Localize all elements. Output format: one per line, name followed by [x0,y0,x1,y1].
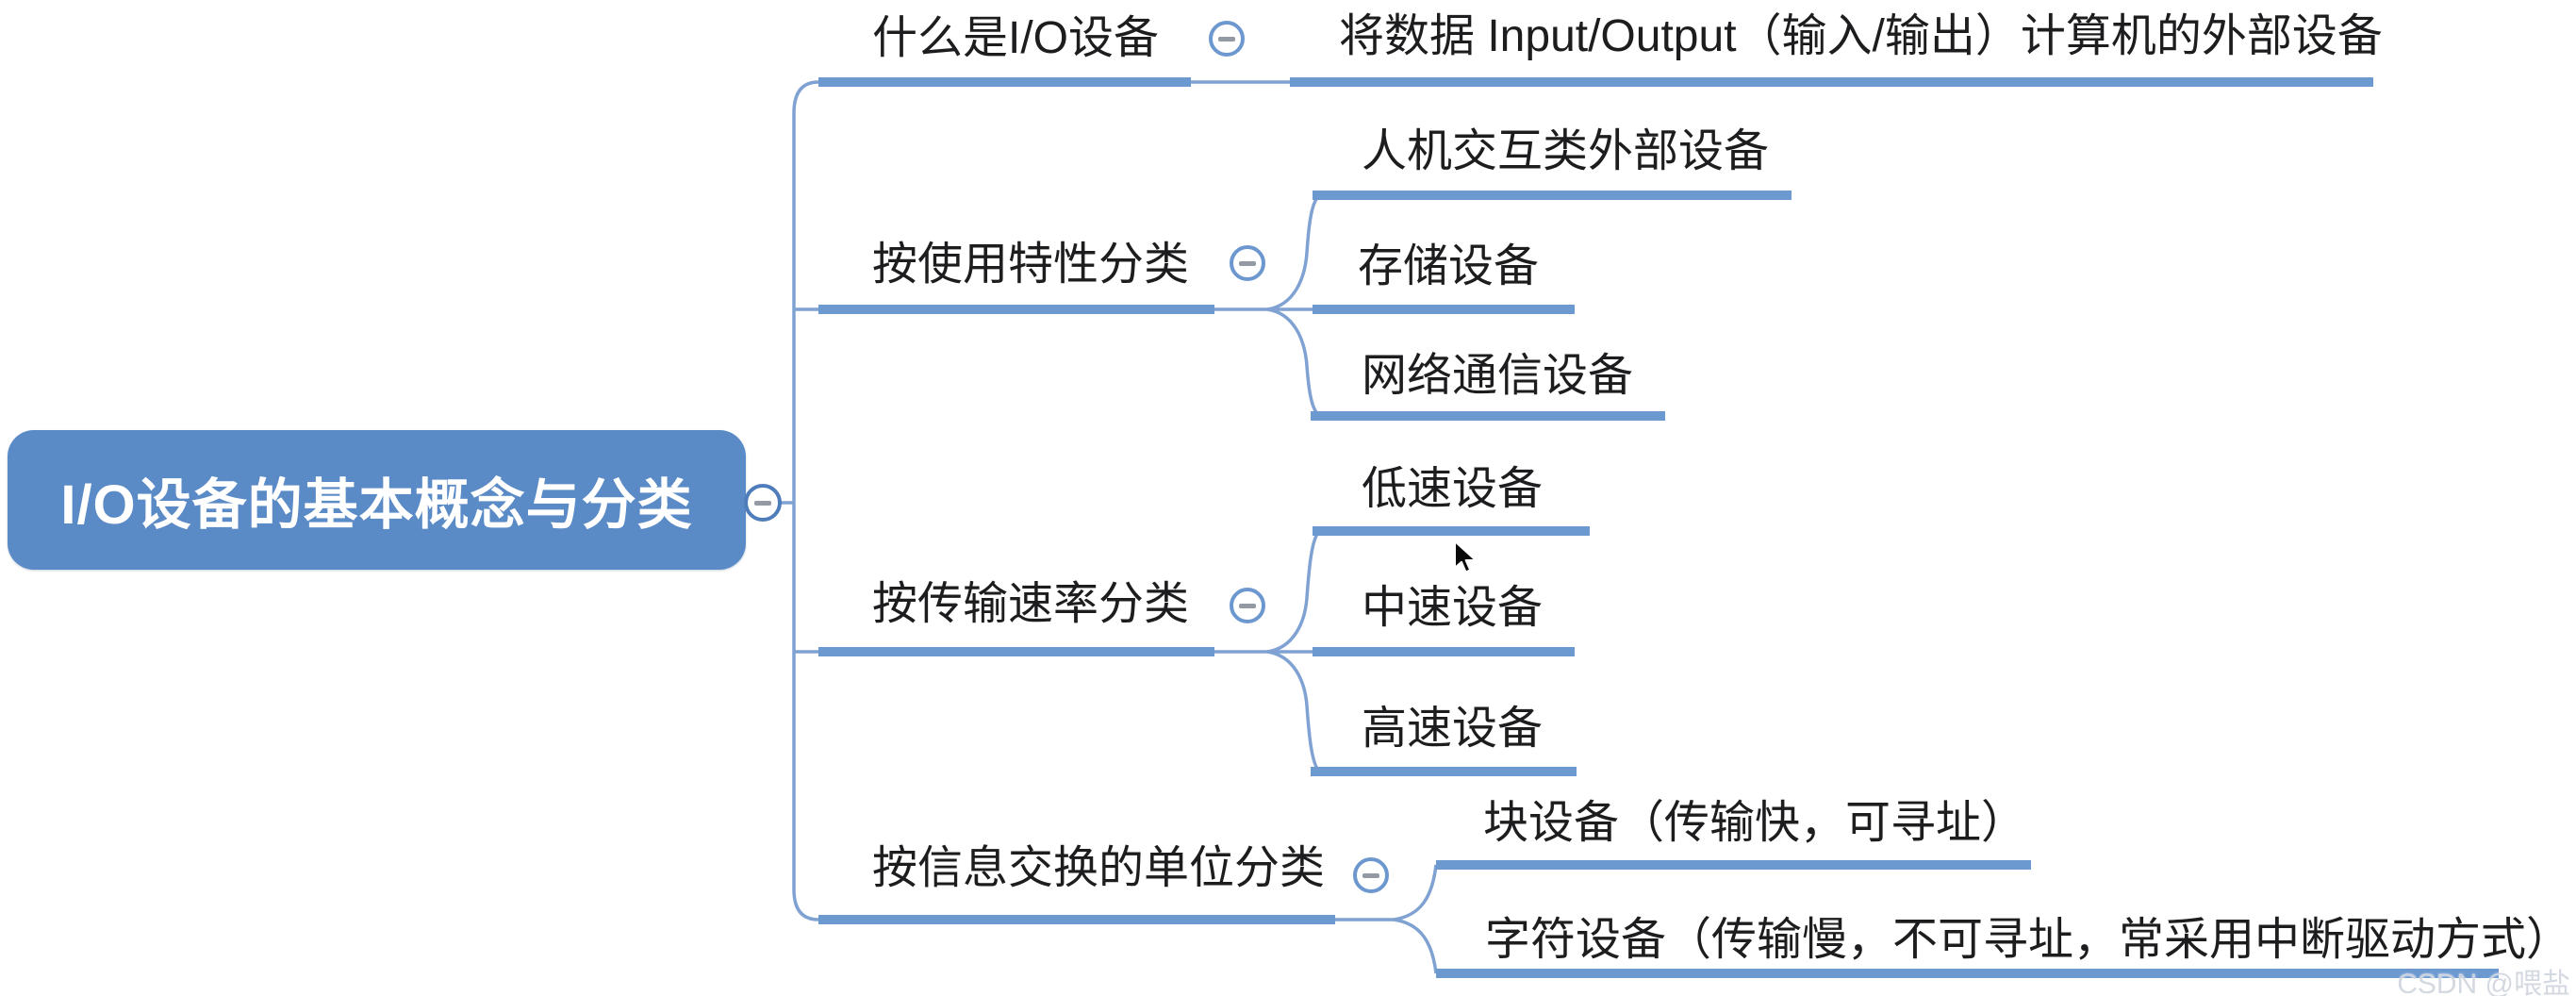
branch4-brace-up [1393,864,1438,921]
branch2-child2-topic[interactable]: 存储设备 [1358,241,1540,291]
branch3-child3-topic[interactable]: 高速设备 [1362,704,1544,754]
root-topic[interactable]: I/O设备的基本概念与分类 [8,430,746,570]
mouse-cursor-icon [1454,540,1477,573]
branch2-brace-up [1266,193,1322,311]
branch4-child2-topic[interactable]: 字符设备（传输慢，不可寻址，常采用中断驱动方式） [1485,915,2572,965]
collapse-button-branch2[interactable] [1230,245,1265,281]
branch2-child3-topic[interactable]: 网络通信设备 [1362,351,1634,401]
branch3-brace-down [1266,650,1322,773]
branch1-child1-topic[interactable]: 将数据 Input/Output（输入/输出）计算机的外部设备 [1339,11,2383,61]
topic-underlines [818,77,2499,978]
branch1-topic[interactable]: 什么是I/O设备 [872,13,1160,63]
branch2-child1-topic[interactable]: 人机交互类外部设备 [1362,126,1770,176]
collapse-button-branch3[interactable] [1230,588,1265,623]
branch3-child2-topic[interactable]: 中速设备 [1362,583,1544,633]
trunk-line [792,80,819,921]
collapse-button-root[interactable] [744,484,782,522]
branch2-brace-down [1266,307,1322,418]
collapse-button-branch1[interactable] [1209,21,1245,57]
root-topic-label: I/O设备的基本概念与分类 [60,474,693,536]
thin-connectors [746,80,1438,974]
watermark-text: CSDN @喂盐 [2397,969,2570,996]
branch4-topic[interactable]: 按信息交换的单位分类 [872,843,1326,893]
branch4-brace-down [1393,918,1438,974]
branch3-brace-up [1266,529,1322,654]
branch3-topic[interactable]: 按传输速率分类 [872,579,1190,629]
branch4-child1-topic[interactable]: 块设备（传输快，可寻址） [1483,798,2027,848]
collapse-button-branch4[interactable] [1353,857,1389,893]
branch3-child1-topic[interactable]: 低速设备 [1362,464,1544,514]
branch2-topic[interactable]: 按使用特性分类 [872,240,1190,290]
